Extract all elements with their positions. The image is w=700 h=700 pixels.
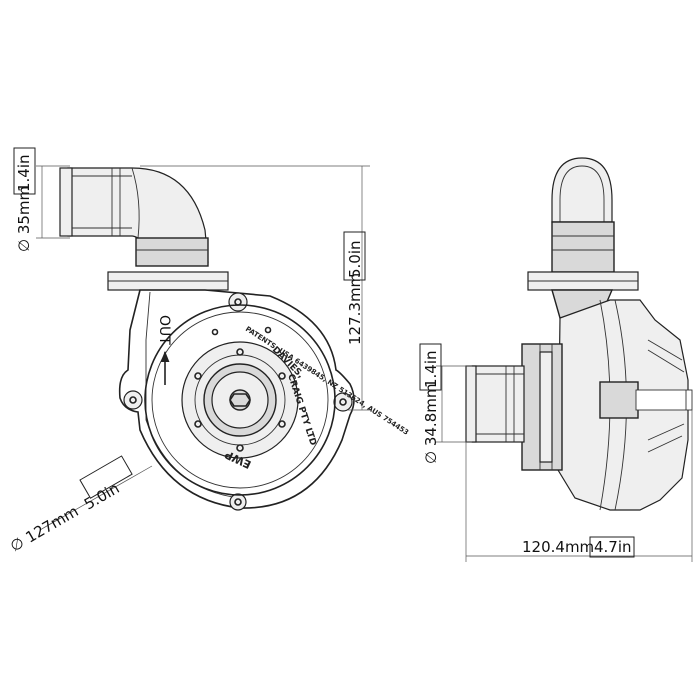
depth-imperial: 4.7in <box>594 538 632 556</box>
out-label: OUT <box>156 315 172 345</box>
depth-metric: 120.4mm <box>522 538 594 556</box>
motor-cover <box>144 304 336 496</box>
inlet-diameter-metric: ∅ 35mm <box>15 186 33 252</box>
dim-outlet-diameter: ∅ 34.8mm 1.4in <box>419 343 472 464</box>
side-inlet-pipe <box>471 365 525 443</box>
height-metric: 127.3mm <box>346 273 364 345</box>
mounting-lug-right <box>333 392 353 412</box>
side-view <box>465 157 693 511</box>
side-elbow-loop <box>551 157 613 223</box>
housing-diameter-metric: ∅ 127mm <box>7 502 82 555</box>
inlet-diameter-imperial: 1.4in <box>15 154 33 192</box>
pump-housing <box>118 289 355 511</box>
elbow-inlet-pipe <box>59 167 209 267</box>
height-imperial: 5.0in <box>346 240 364 278</box>
dim-inlet-diameter: ∅ 35mm 1.4in <box>13 147 70 252</box>
housing-diameter-imperial: 5.0in <box>81 479 123 513</box>
out-flow-indicator: OUT <box>156 315 172 385</box>
side-ribs <box>647 339 685 453</box>
outlet-diameter-metric: ∅ 34.8mm <box>422 384 440 464</box>
cover-bolts <box>194 326 286 452</box>
mounting-lug-bottom <box>229 493 247 511</box>
mounting-lug-left <box>123 390 143 410</box>
dim-depth: 120.4mm 4.7in <box>465 410 693 562</box>
dim-height: 127.3mm 5.0in <box>140 165 370 411</box>
mounting-lug-top <box>228 292 248 312</box>
outlet-diameter-imperial: 1.4in <box>422 350 440 388</box>
shaft-nut <box>229 389 251 411</box>
dim-housing-diameter: ∅ 127mm 5.0in <box>7 455 153 555</box>
